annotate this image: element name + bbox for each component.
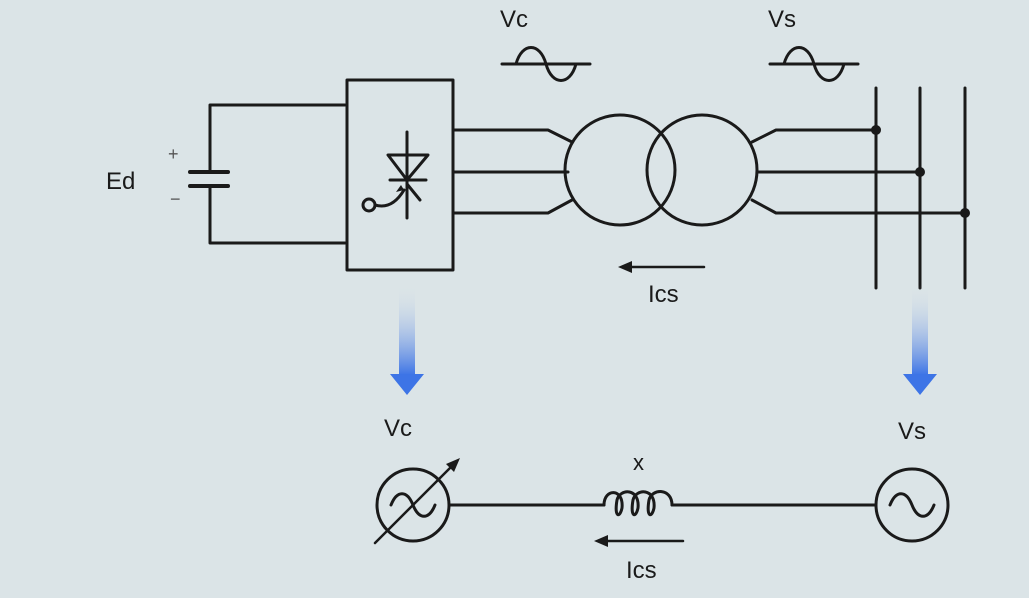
bus-junction-c	[960, 208, 970, 218]
reactance-x-label: x	[633, 450, 644, 475]
ics-bottom-label: Ics	[626, 557, 657, 584]
vs-bottom-label: Vs	[898, 418, 927, 445]
transformer-primary-coil	[563, 113, 677, 227]
ics-arrow-bottom-head	[594, 535, 608, 547]
blue-arrow-converter	[390, 285, 424, 395]
variable-source-arrowhead	[446, 458, 460, 472]
phase-line-c-right	[750, 198, 967, 215]
phase-line-a-left	[451, 128, 574, 144]
thyristor-gate-arrowhead	[396, 185, 404, 192]
ics-top-label: Ics	[648, 281, 679, 308]
vs-top-label: Vs	[768, 6, 797, 33]
vs-source-wave	[888, 492, 936, 518]
dc-loop-wire	[208, 103, 347, 245]
vc-sine-symbol	[500, 46, 592, 82]
capacitor-minus-sign: −	[170, 189, 181, 209]
inductor-coil	[602, 490, 674, 517]
capacitor-plus-sign: +	[168, 144, 179, 164]
ics-arrow-top-head	[618, 261, 632, 273]
vs-source-circle	[874, 467, 950, 543]
bus-junction-a	[871, 125, 881, 135]
thyristor-symbol	[361, 130, 430, 220]
phase-line-c-left	[451, 198, 574, 215]
converter-box	[345, 78, 455, 272]
vc-bottom-label: Vc	[384, 415, 413, 442]
transformer-secondary-coil	[645, 113, 759, 227]
ed-label: Ed	[106, 168, 136, 195]
bus-junction-b	[915, 167, 925, 177]
variable-source-slash	[373, 463, 455, 545]
phase-line-a-right	[750, 128, 878, 144]
vs-sine-symbol	[768, 46, 860, 82]
blue-arrow-bus	[903, 285, 937, 395]
vc-top-label: Vc	[500, 6, 529, 33]
